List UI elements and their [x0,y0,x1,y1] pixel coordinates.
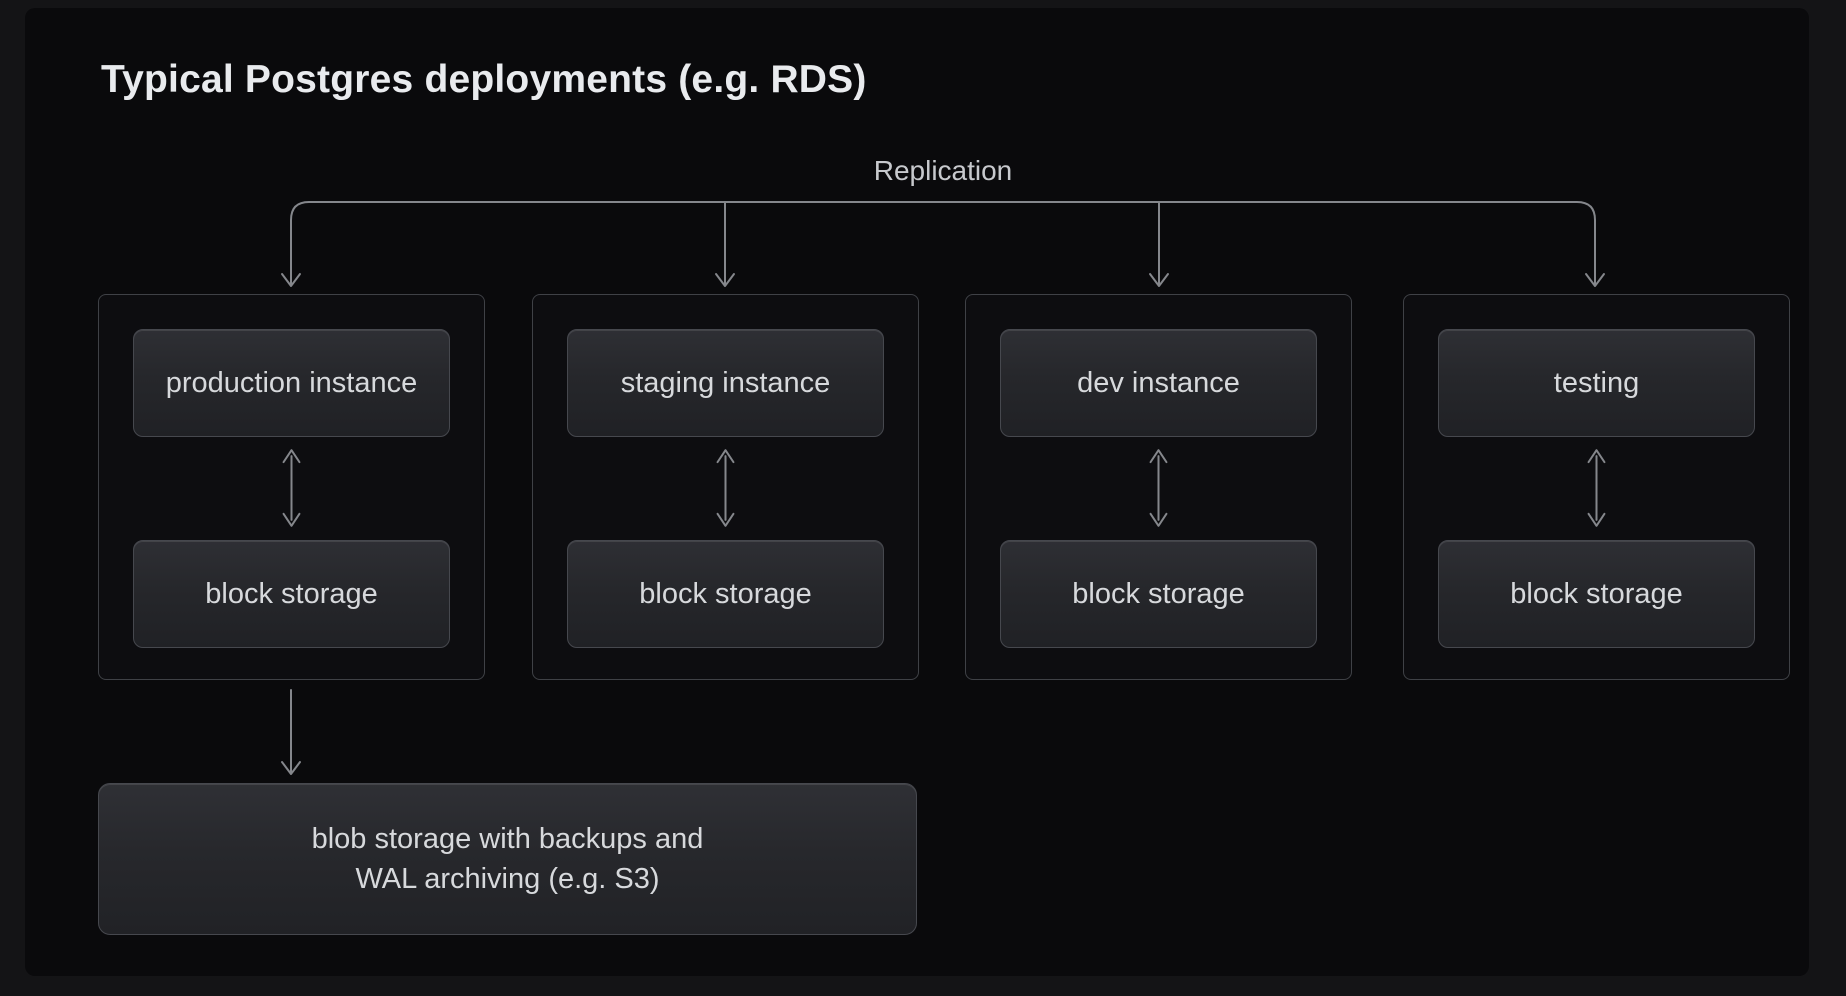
node-testing-instance: testing [1438,329,1755,437]
node-label: block storage [1072,577,1245,610]
slide-panel: Typical Postgres deployments (e.g. RDS) … [25,8,1809,976]
replication-arrowhead-testing [1586,274,1604,286]
node-production-block-storage: block storage [133,540,450,648]
node-production-instance: production instance [133,329,450,437]
group-testing: testing block storage [1403,294,1790,680]
replication-arrowhead-staging [716,274,734,286]
node-label: production instance [165,366,418,399]
node-dev-instance: dev instance [1000,329,1317,437]
replication-label: Replication [873,155,1013,186]
node-staging-instance: staging instance [567,329,884,437]
group-production: production instance block storage [98,294,485,680]
node-label: staging instance [620,366,831,399]
replication-arrowhead-dev [1150,274,1168,286]
node-label: block storage [639,577,812,610]
group-dev: dev instance block storage [965,294,1352,680]
blob-storage-line1: blob storage with backups and [311,823,704,855]
backup-arrowhead [282,762,300,774]
node-label: block storage [205,577,378,610]
node-testing-block-storage: block storage [1438,540,1755,648]
page-title: Typical Postgres deployments (e.g. RDS) [101,58,867,101]
node-dev-block-storage: block storage [1000,540,1317,648]
replication-arrowhead-production [282,274,300,286]
group-staging: staging instance block storage [532,294,919,680]
node-staging-block-storage: block storage [567,540,884,648]
replication-trunk-line [291,202,1595,284]
blob-storage-line2: WAL archiving (e.g. S3) [355,863,660,895]
node-label: block storage [1510,577,1683,610]
node-label: dev instance [1077,366,1240,399]
node-label: testing [1553,366,1640,399]
node-blob-storage: blob storage with backups and WAL archiv… [98,783,917,935]
